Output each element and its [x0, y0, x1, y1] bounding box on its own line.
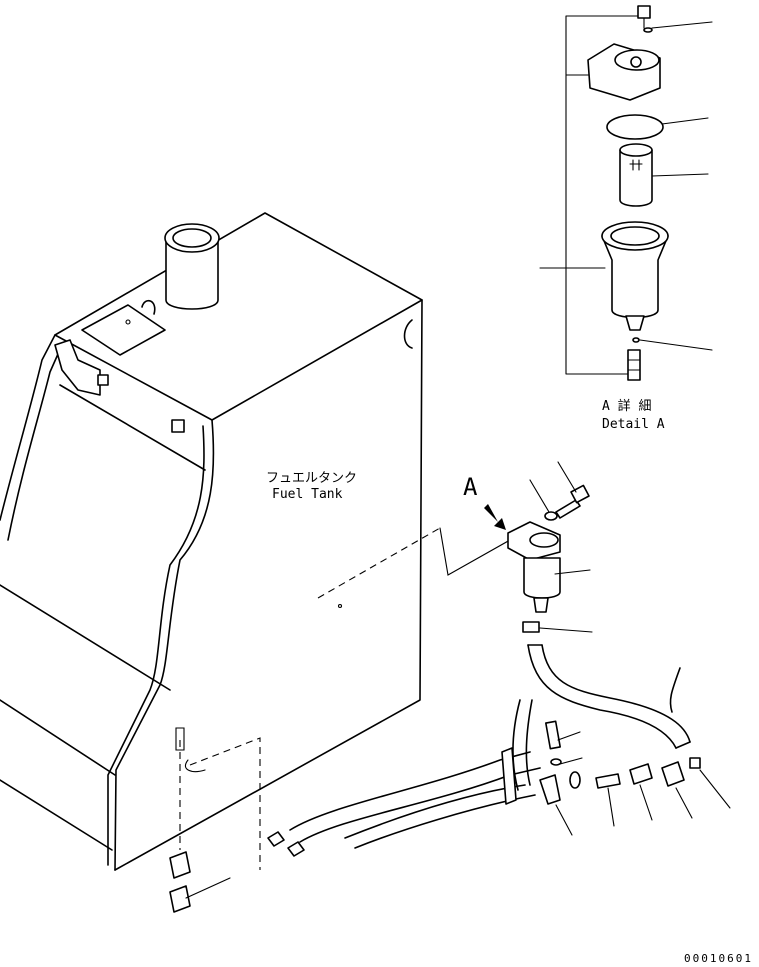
leader-clamp	[539, 627, 593, 633]
fuel-line-6	[525, 699, 533, 786]
drain-leader	[185, 877, 231, 899]
filter-assembly	[507, 484, 590, 633]
sender-handle	[141, 299, 156, 315]
hidden-point	[337, 603, 343, 609]
leader-bolt	[557, 461, 577, 493]
tank-edge-4	[0, 779, 113, 851]
leader-plug	[699, 769, 731, 809]
detail-leader-4	[639, 339, 713, 351]
hose-upper-b	[541, 644, 691, 743]
leader-tank-filter	[439, 527, 511, 576]
detail-filter-element	[619, 149, 653, 207]
clamp-2	[287, 841, 305, 857]
o-ring	[569, 771, 581, 789]
filter-drain	[533, 597, 549, 613]
fuel-line-2	[299, 767, 541, 843]
tank-drain-plug	[171, 419, 185, 433]
mount-washer	[544, 511, 558, 521]
detail-drain-ribs	[627, 359, 641, 371]
hose-upper-end	[675, 741, 691, 749]
detail-bowl-rim-inner	[610, 226, 660, 246]
elbow-fitting	[539, 774, 561, 805]
plug	[689, 757, 701, 769]
leader-elbow	[555, 804, 573, 836]
mount-bolt	[555, 499, 581, 519]
detail-leader-3	[651, 173, 709, 177]
detail-gasket-ring	[606, 114, 664, 140]
hoses	[267, 644, 701, 857]
line-clip	[501, 747, 517, 805]
drain-hook	[184, 759, 206, 773]
detail-title-en: Detail A	[602, 417, 665, 432]
bracket-bolt	[97, 374, 109, 386]
drain-plug	[175, 727, 185, 751]
sender-bolt	[125, 319, 131, 325]
leader-washer	[529, 479, 550, 513]
detail-small-oring	[632, 337, 640, 343]
drawing-number: 00010601	[684, 952, 753, 965]
leader-connector	[607, 787, 615, 827]
detail-bowl-tip	[625, 315, 645, 331]
tank-edge-3	[0, 699, 116, 776]
drain-valve	[169, 851, 191, 879]
filler-neck	[165, 239, 219, 310]
leader-connector-2	[639, 784, 653, 821]
hose-clamp	[522, 621, 540, 633]
hidden-line	[317, 527, 441, 599]
detail-bracket	[539, 15, 641, 375]
detail-leader-1	[651, 21, 713, 29]
gasket	[550, 758, 562, 766]
fuel-line-5	[512, 699, 521, 791]
sender-plate	[81, 304, 166, 356]
fuel-tank	[0, 212, 423, 871]
view-marker-letter: A	[463, 473, 478, 501]
detail-bolt-head	[637, 5, 651, 19]
detail-title-jp: A 詳 細	[602, 398, 651, 414]
drain-dashed-2	[189, 737, 261, 870]
tank-edge-2	[0, 584, 171, 691]
tank-edge-1	[59, 384, 206, 471]
hose-upper-a	[527, 644, 677, 749]
tank-hook	[403, 319, 413, 349]
leader-filter	[554, 569, 591, 575]
mount-bolt-head	[570, 484, 590, 504]
filter-bowl	[523, 557, 561, 599]
tank-front-profile-inner	[107, 425, 205, 866]
leader-banjo	[557, 731, 581, 741]
detail-washer	[643, 27, 653, 33]
drain-assembly	[169, 727, 261, 913]
tee-fitting	[661, 761, 685, 787]
leader-tee	[675, 787, 693, 819]
fuel-line-4	[344, 784, 526, 839]
tank-left-edge	[0, 334, 56, 521]
leader-hose	[669, 667, 681, 713]
tank-left-edge-inner	[7, 344, 63, 541]
drain-elbow	[169, 885, 191, 913]
tank-right-face	[114, 299, 423, 871]
detail-leader-2	[661, 117, 709, 125]
tank-label-jp: フュエルタンク	[266, 471, 357, 486]
filter-head-top	[529, 532, 559, 548]
detail-drain-valve	[627, 349, 641, 381]
leader-gasket	[559, 757, 583, 765]
banjo-bolt	[545, 720, 561, 750]
detail-element-mark	[629, 159, 643, 171]
clamp-1	[267, 831, 285, 847]
fuel-line-1	[289, 751, 531, 831]
view-arrow-icon	[484, 504, 506, 530]
connector	[595, 773, 621, 789]
tank-front-profile	[114, 419, 215, 871]
connector-2	[629, 763, 653, 785]
tank-label-en: Fuel Tank	[272, 487, 343, 502]
detail-element-top	[619, 143, 653, 157]
filler-cap-inner	[172, 228, 212, 248]
detail-a	[539, 5, 669, 381]
detail-head-port	[630, 56, 642, 68]
